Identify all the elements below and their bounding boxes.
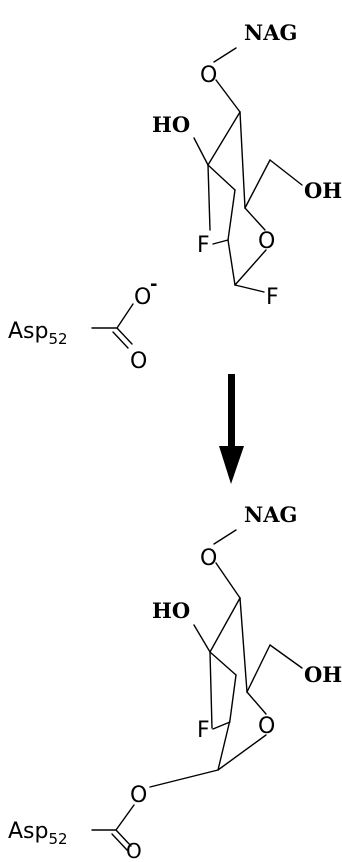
reactant-structure: NAG O HO OH O F F Asp52 O	[8, 20, 342, 374]
product-ring-c2-down	[229, 674, 237, 721]
reactant-carboxylate-o-label: O	[134, 285, 151, 310]
product-f-c2-label: F	[197, 718, 210, 743]
product-structure: NAG O HO OH O F O Asp52 O	[8, 502, 342, 862]
product-f-c2-bond	[212, 721, 231, 730]
product-ring-c4-c3	[209, 597, 241, 653]
reactant-f-c2-bond	[212, 239, 229, 245]
reactant-carbonyl-bond-1	[116, 327, 133, 345]
product-o-link-label: O	[200, 546, 217, 571]
reactant-carboxylate-o-bond	[116, 303, 134, 329]
reactant-ring-c3-axial	[207, 164, 211, 231]
reactant-carbonyl-o-label: O	[130, 349, 147, 374]
product-asp-text: Asp	[8, 819, 48, 844]
reactant-f-c2-label: F	[197, 233, 210, 258]
product-ester-o-c-bond	[115, 804, 135, 831]
product-ring-c5-o	[246, 691, 267, 715]
product-nag-bond	[213, 529, 237, 545]
product-c1-ester-o-bond	[149, 769, 219, 788]
reactant-carbonyl-bond-2	[112, 331, 129, 349]
product-ring-c3-axial	[209, 651, 213, 729]
product-ch2-bond	[246, 644, 271, 693]
reactant-f-c1-label: F	[266, 285, 279, 310]
reactant-ch2-oh-bond	[269, 159, 303, 186]
reactant-ring-c5-o	[244, 207, 266, 231]
product-ho-label: HO	[152, 598, 190, 623]
product-asp-label: Asp52	[8, 819, 68, 848]
reaction-arrow	[219, 374, 244, 484]
reactant-nag-label: NAG	[244, 20, 297, 45]
reactant-ring-c3-c2	[207, 164, 236, 191]
reactant-asp-text: Asp	[8, 319, 48, 344]
reactant-ho-bond	[193, 137, 209, 166]
product-nag-label: NAG	[244, 502, 297, 527]
reactant-ch2-bond	[244, 159, 271, 209]
reactant-ho-label: HO	[152, 112, 190, 137]
reactant-ring-o-c1	[234, 249, 267, 286]
product-ho-bond	[193, 624, 211, 653]
product-ester-o-label: O	[130, 783, 147, 808]
reaction-arrow-shaft	[228, 374, 235, 454]
product-carbonyl-bond-2	[111, 833, 128, 851]
product-carbonyl-bond-1	[115, 829, 132, 847]
reactant-ring-o-label: O	[258, 229, 275, 254]
product-ring-c3-c2	[209, 651, 237, 676]
reactant-carboxylate-charge: -	[150, 274, 157, 295]
product-ch2-oh-bond	[269, 644, 303, 669]
product-ring-c2-c1	[217, 719, 231, 771]
reactant-f-c1-bond	[234, 284, 265, 293]
product-carbonyl-o-label: O	[126, 839, 142, 862]
product-asp-subscript: 52	[48, 830, 67, 848]
reactant-ring-c4-c3	[207, 111, 241, 166]
reactant-oh-label: OH	[304, 178, 342, 203]
reactant-ring-c2-c1	[227, 239, 236, 286]
reactant-asp-subscript: 52	[48, 330, 67, 348]
reactant-o-link-label: O	[200, 63, 217, 88]
reactant-nag-bond	[213, 47, 237, 63]
reactant-o-c4-bond	[215, 79, 241, 113]
reactant-asp-label: Asp52	[8, 319, 68, 348]
reactant-ring-c2-down	[227, 189, 236, 241]
product-o-c4-bond	[215, 562, 241, 599]
reaction-arrow-head	[219, 446, 244, 484]
product-ring-o-c1	[217, 734, 267, 771]
product-ring-o-label: O	[258, 714, 275, 739]
reactant-ring-c4-c5-axial	[239, 111, 246, 209]
product-oh-label: OH	[304, 662, 342, 687]
product-ring-c4-c5-axial	[239, 597, 248, 693]
